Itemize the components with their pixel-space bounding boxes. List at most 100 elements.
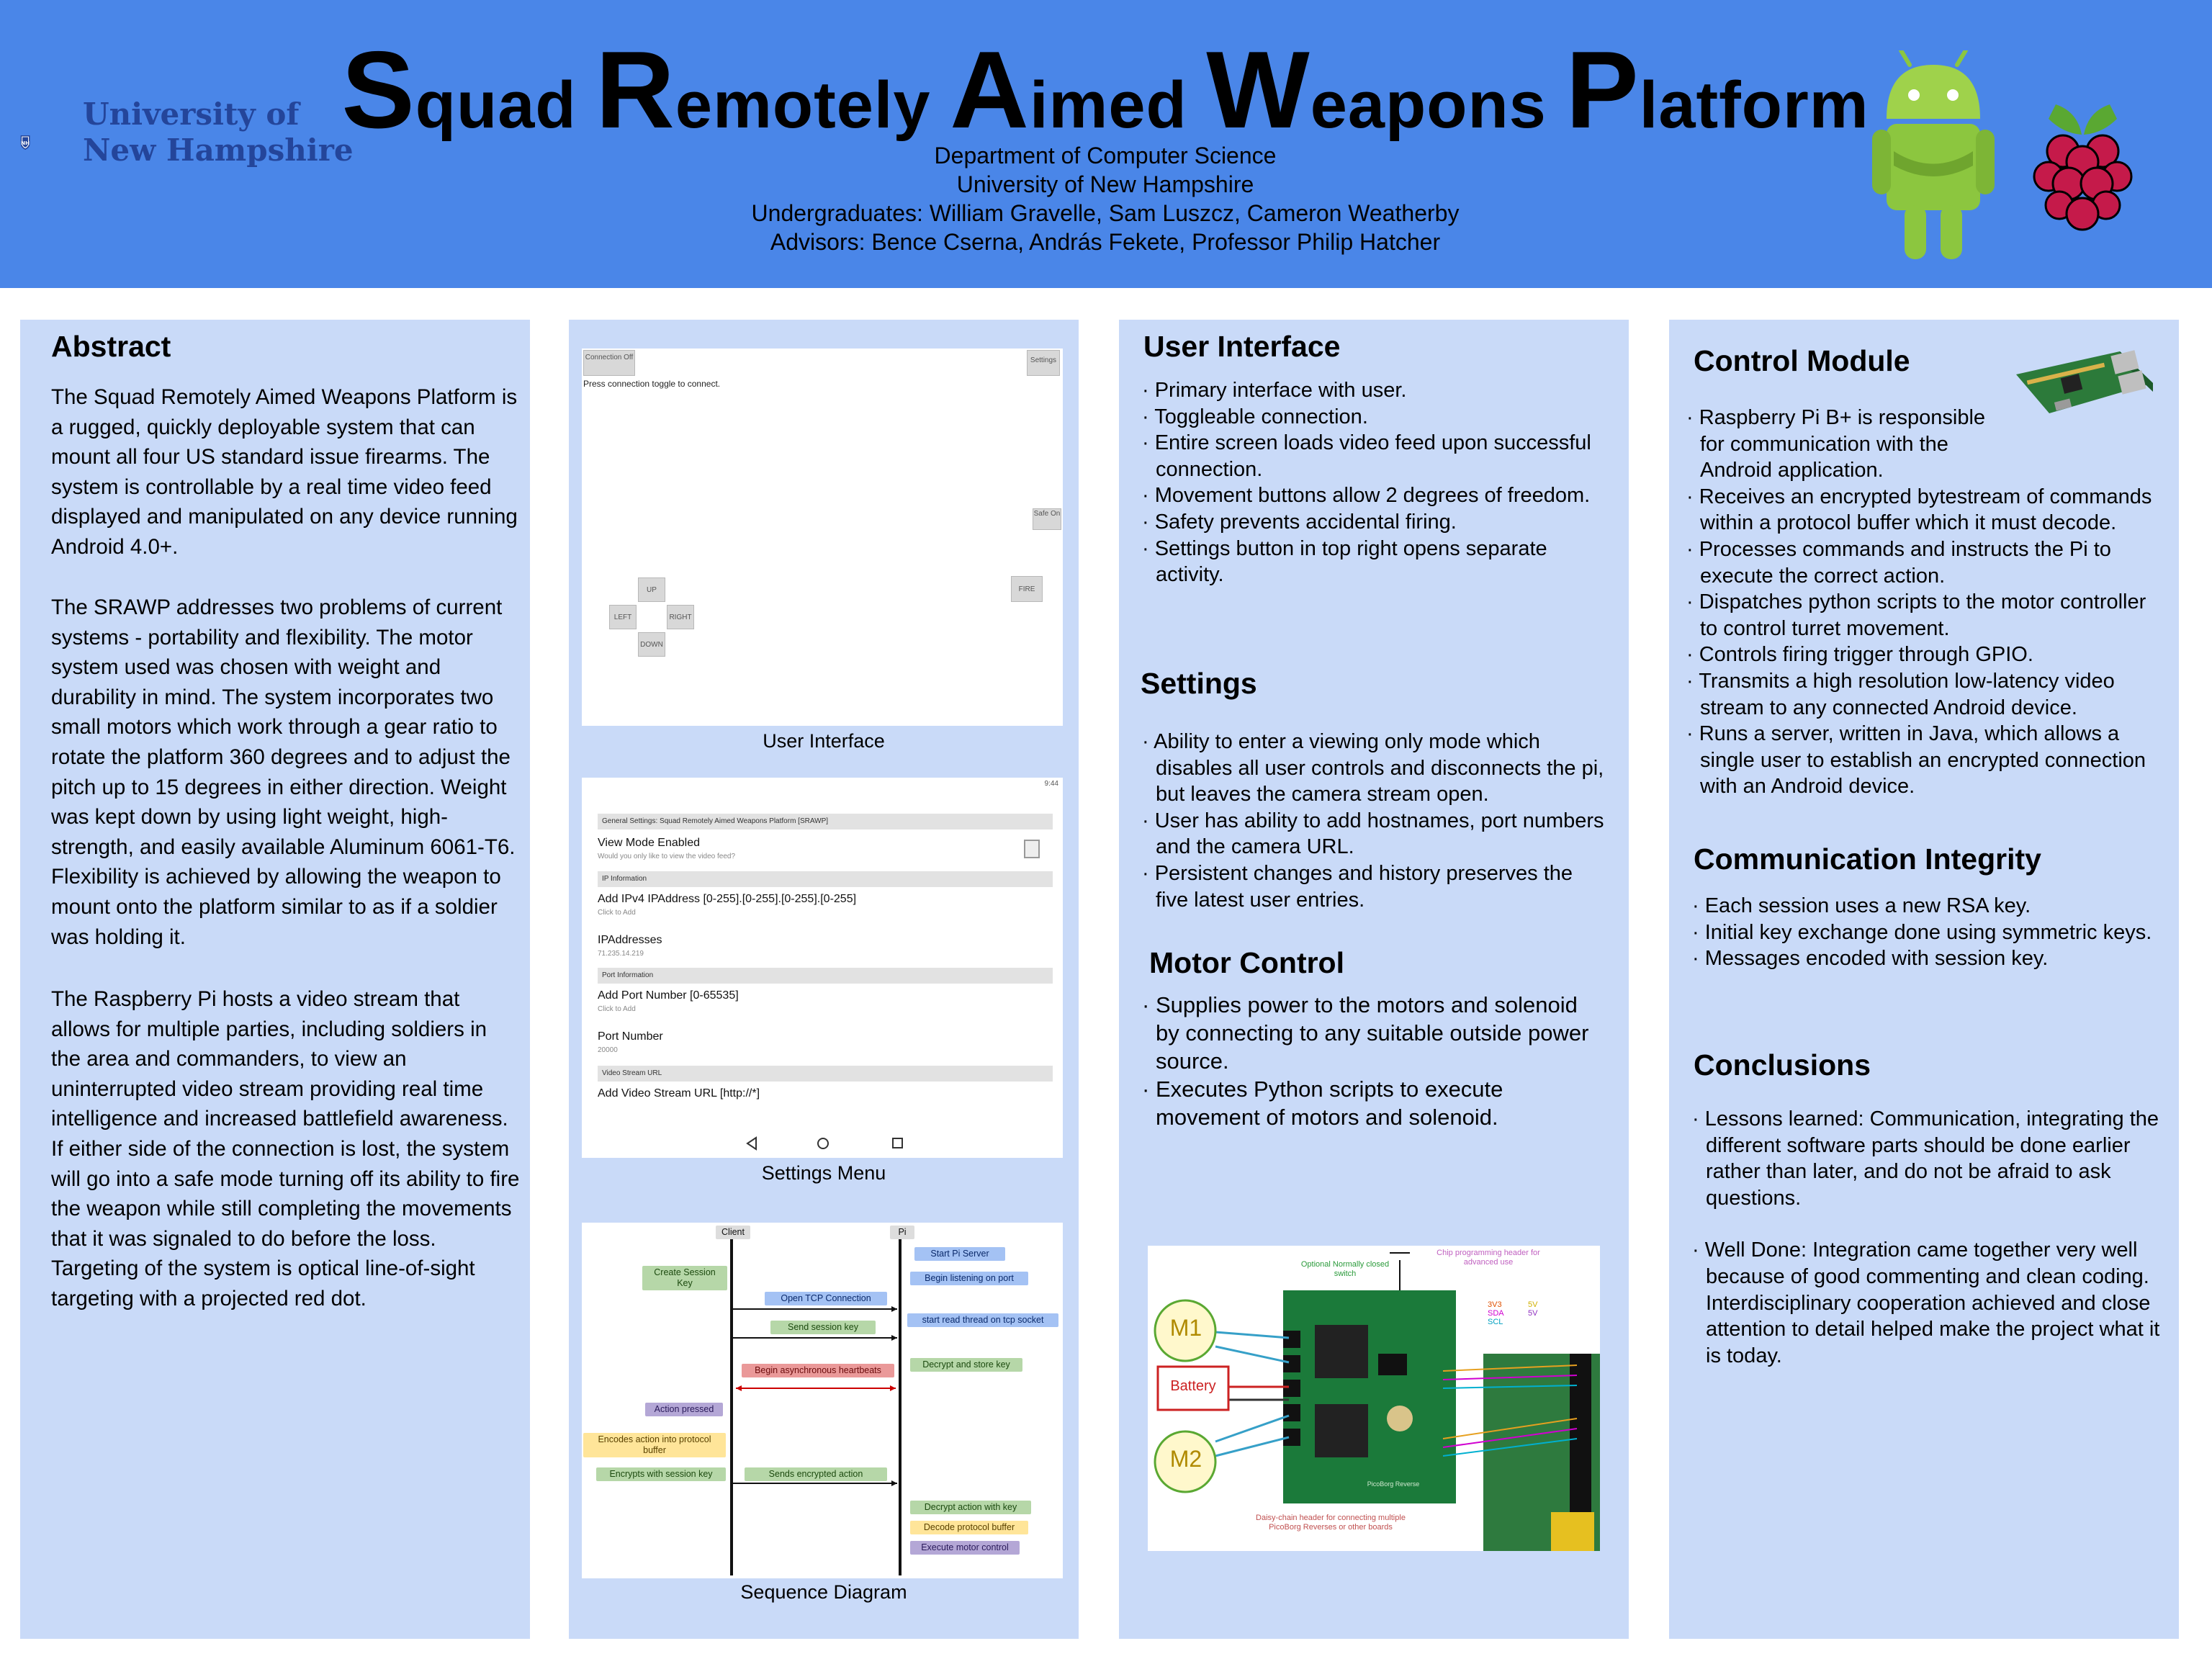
- communication-integrity-bullets: Each session uses a new RSA key. Initial…: [1692, 893, 2153, 972]
- motor-2-label: M2: [1169, 1446, 1202, 1472]
- institution: University of New Hampshire: [956, 171, 1254, 197]
- motor-control-bullets: Supplies power to the motors and solenoi…: [1142, 991, 1607, 1131]
- bullet: Dispatches python scripts to the motor c…: [1686, 589, 2162, 642]
- wiring-drawing: [1154, 1252, 1600, 1551]
- user-interface-heading: User Interface: [1143, 330, 1341, 363]
- bullet: Messages encoded with session key.: [1692, 945, 2153, 972]
- connection-toggle-button[interactable]: Connection Off: [583, 350, 635, 376]
- title-word: Weapons: [1206, 29, 1547, 151]
- poster-subtitle: Department of Computer Science Universit…: [547, 141, 1663, 256]
- bullet: Runs a server, written in Java, which al…: [1686, 721, 2162, 800]
- back-icon[interactable]: [746, 1136, 757, 1151]
- board-label: PicoBorg Reverse: [1367, 1480, 1420, 1488]
- battery-icon: [1156, 1365, 1230, 1411]
- bullet: Supplies power to the motors and solenoi…: [1142, 991, 1607, 1075]
- title-word: Remotely: [595, 29, 931, 151]
- view-mode-sublabel: Would you only like to view the video fe…: [598, 853, 736, 860]
- poster-header: NH University of New Hampshire Squad Rem…: [0, 0, 2212, 288]
- add-port-row[interactable]: Add Port Number [0-65535] Click to Add: [598, 989, 1044, 1013]
- abstract-panel: Abstract The Squad Remotely Aimed Weapon…: [20, 320, 530, 1639]
- pin-label: 5V: [1528, 1309, 1538, 1318]
- seq-step: Decrypt and store key: [910, 1358, 1022, 1372]
- recents-icon[interactable]: [892, 1138, 903, 1148]
- seq-step: Action pressed: [645, 1403, 723, 1416]
- department: Department of Computer Science: [934, 143, 1277, 168]
- abstract-paragraph-3: The Raspberry Pi hosts a video stream th…: [51, 987, 520, 1310]
- bullet: Executes Python scripts to execute movem…: [1142, 1075, 1607, 1131]
- pi-label: Pi: [890, 1226, 914, 1239]
- abstract-paragraph-2: The SRAWP addresses two problems of curr…: [51, 595, 516, 949]
- bullet: Initial key exchange done using symmetri…: [1692, 920, 2153, 946]
- bullet: Raspberry Pi B+ is responsible for commu…: [1686, 405, 2162, 484]
- seq-step: Begin listening on port: [910, 1272, 1028, 1285]
- fire-button[interactable]: FIRE: [1011, 576, 1043, 602]
- ip-addresses-row[interactable]: IPAddresses 71.235.14.219: [598, 934, 1044, 958]
- battery-label: Battery: [1170, 1378, 1216, 1394]
- bullet: Ability to enter a viewing only mode whi…: [1142, 729, 1607, 808]
- pin-label: SDA: [1488, 1309, 1504, 1318]
- pin-label: SCL: [1488, 1318, 1503, 1326]
- add-ip-label: Add IPv4 IPAddress [0-255].[0-255].[0-25…: [598, 893, 857, 905]
- add-ip-row[interactable]: Add IPv4 IPAddress [0-255].[0-255].[0-25…: [598, 893, 1044, 917]
- seq-step: Send session key: [770, 1321, 876, 1334]
- port-number-row[interactable]: Port Number 20000: [598, 1030, 1044, 1054]
- settings-button[interactable]: Settings: [1027, 350, 1060, 376]
- motor-1-label: M1: [1169, 1315, 1202, 1341]
- settings-figure-caption: Settings Menu: [761, 1162, 886, 1184]
- general-settings-header: General Settings: Squad Remotely Aimed W…: [598, 814, 1053, 830]
- bullet: Persistent changes and history preserves…: [1142, 860, 1607, 913]
- bullet: Entire screen loads video feed upon succ…: [1142, 430, 1607, 482]
- motor-2-icon: [1154, 1430, 1217, 1493]
- communication-integrity-heading: Communication Integrity: [1694, 842, 2041, 876]
- seq-step: Decrypt action with key: [910, 1501, 1031, 1514]
- safety-toggle-button[interactable]: Safe On: [1033, 508, 1061, 530]
- home-icon[interactable]: [817, 1138, 829, 1149]
- undergraduates: Undergraduates: William Gravelle, Sam Lu…: [751, 200, 1460, 226]
- interface-settings-motor-panel: User Interface Primary interface with us…: [1119, 320, 1629, 1639]
- ui-figure-caption: User Interface: [763, 730, 885, 752]
- bullet: Safety prevents accidental firing.: [1142, 509, 1607, 536]
- client-label: Client: [716, 1226, 750, 1239]
- abstract-heading: Abstract: [51, 330, 171, 363]
- pin-labels-5v: 5V 5V: [1528, 1300, 1537, 1318]
- bullet: Controls firing trigger through GPIO.: [1686, 642, 2162, 668]
- control-integrity-conclusions-panel: Control Module Raspberry Pi B+ is respon…: [1669, 320, 2179, 1639]
- up-button[interactable]: UP: [638, 577, 665, 602]
- abstract-paragraph-1: The Squad Remotely Aimed Weapons Platfor…: [51, 385, 518, 559]
- ip-addresses-label: IPAddresses: [598, 934, 662, 946]
- raspberry-pi-logo-icon: [2033, 104, 2133, 231]
- bullet: User has ability to add hostnames, port …: [1142, 808, 1607, 860]
- university-line-1: University of: [83, 96, 300, 132]
- university-name: University of New Hampshire: [83, 96, 354, 168]
- bullet: Lessons learned: Communication, integrat…: [1692, 1106, 2160, 1211]
- motor-control-heading: Motor Control: [1149, 946, 1344, 979]
- settings-bullets: Ability to enter a viewing only mode whi…: [1142, 729, 1607, 913]
- control-module-bullets: Raspberry Pi B+ is responsible for commu…: [1686, 405, 2162, 800]
- bullet: Toggleable connection.: [1142, 404, 1607, 431]
- conclusions-bullets: Lessons learned: Communication, integrat…: [1692, 1106, 2160, 1369]
- sequence-figure-caption: Sequence Diagram: [740, 1581, 907, 1603]
- status-time: 9:44: [1044, 780, 1058, 788]
- seq-step: Open TCP Connection: [765, 1292, 887, 1305]
- add-video-row[interactable]: Add Video Stream URL [http://*]: [598, 1087, 760, 1100]
- status-bar: 9:44: [582, 778, 1063, 791]
- right-button[interactable]: RIGHT: [667, 605, 694, 629]
- control-module-heading: Control Module: [1694, 344, 1910, 377]
- poster-title: Squad Remotely Aimed Weapons Platform: [259, 29, 1951, 159]
- user-interface-bullets: Primary interface with user. Toggleable …: [1142, 377, 1607, 588]
- seq-step: Sends encrypted action: [745, 1467, 887, 1481]
- left-button[interactable]: LEFT: [609, 605, 637, 629]
- seq-step: Encrypts with session key: [596, 1467, 726, 1481]
- seq-step: Decode protocol buffer: [910, 1521, 1028, 1534]
- bullet: Receives an encrypted bytestream of comm…: [1686, 484, 2162, 536]
- settings-heading: Settings: [1141, 667, 1257, 700]
- sequence-arrows: [733, 1306, 897, 1486]
- ip-addresses-value: 71.235.14.219: [598, 950, 644, 958]
- view-mode-checkbox[interactable]: [1024, 840, 1040, 858]
- advisors: Advisors: Bence Cserna, András Fekete, P…: [770, 229, 1441, 255]
- university-line-2: New Hampshire: [83, 132, 354, 168]
- view-mode-row[interactable]: View Mode Enabled Would you only like to…: [598, 837, 1044, 860]
- down-button[interactable]: DOWN: [638, 632, 665, 657]
- client-lifeline: [730, 1227, 733, 1575]
- ip-information-header: IP Information: [598, 871, 1053, 887]
